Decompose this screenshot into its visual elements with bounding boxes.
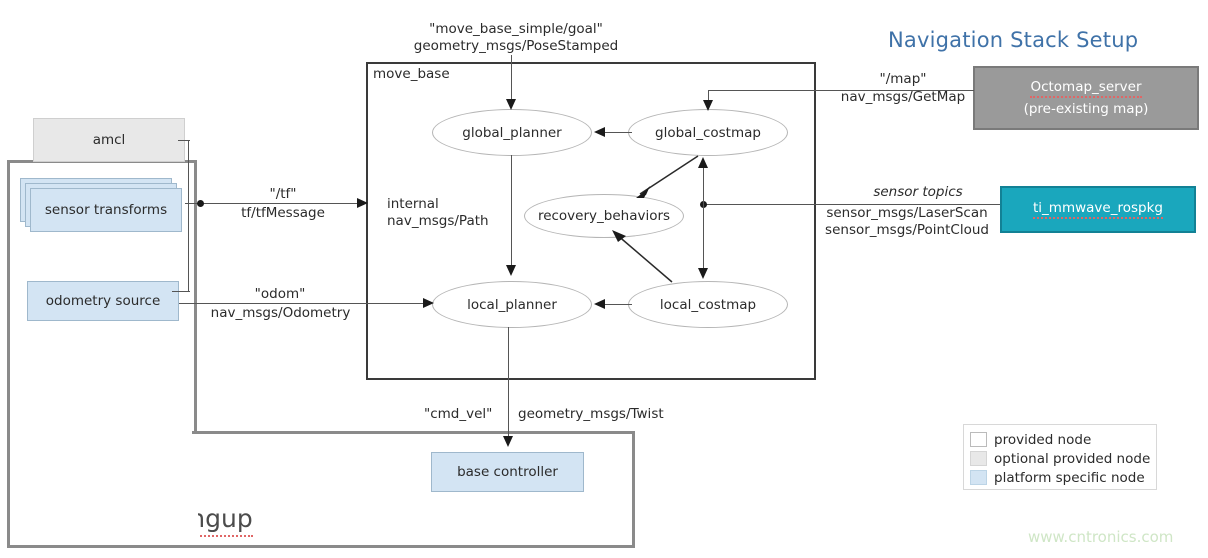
- node-octomap-server[interactable]: Octomap_server (pre-existing map): [973, 66, 1199, 130]
- node-recovery-behaviors[interactable]: recovery_behaviors: [524, 194, 684, 238]
- legend-label-optional: optional provided node: [994, 450, 1151, 467]
- goal-type-label: geometry_msgs/PoseStamped: [413, 38, 619, 54]
- gp-to-lp-arrow: [506, 265, 516, 276]
- tf-type-label: tf/tfMessage: [241, 205, 325, 221]
- cmdvel-line-vertical: [508, 327, 510, 440]
- legend-item-platform-specific-node: platform specific node: [970, 468, 1148, 487]
- odom-type-label: nav_msgs/Odometry: [210, 305, 351, 321]
- legend-swatch-provided: [970, 432, 987, 447]
- node-octomap-server-label: Octomap_server: [1030, 79, 1142, 98]
- watermark: www.cntronics.com: [1028, 528, 1174, 546]
- odom-topic-label: "odom": [254, 286, 306, 302]
- legend-swatch-platform: [970, 470, 987, 485]
- internal-label-line1: internal: [387, 196, 439, 212]
- legend-label-platform: platform specific node: [994, 469, 1145, 486]
- internal-label-line2: nav_msgs/Path: [387, 213, 489, 229]
- sensor-line-up: [703, 165, 705, 205]
- frame-bottom-edge: [7, 545, 635, 548]
- lc-to-lp-line: [604, 304, 632, 306]
- sensor-topics-label: sensor topics: [873, 184, 963, 200]
- tf-line-horizontal: [185, 203, 361, 205]
- node-base-controller-label: base controller: [457, 464, 558, 480]
- amcl-line-into-odom: [172, 291, 190, 293]
- lc-to-lp-arrow: [594, 298, 605, 309]
- sensor-line-horizontal: [704, 204, 1000, 206]
- sensor-arrow-down-head: [698, 268, 708, 279]
- page-title: Navigation Stack Setup: [888, 28, 1139, 52]
- legend-item-provided-node: provided node: [970, 430, 1148, 449]
- map-arrow-head: [702, 100, 713, 111]
- map-topic-label: "/map": [879, 71, 927, 87]
- node-global-costmap-label: global_costmap: [655, 124, 761, 141]
- sensor-line-down: [703, 204, 705, 270]
- node-local-planner[interactable]: local_planner: [432, 281, 592, 328]
- node-ti-mmwave-rospkg[interactable]: ti_mmwave_rospkg: [1000, 186, 1196, 233]
- node-local-planner-label: local_planner: [467, 296, 557, 313]
- goal-topic-label: "move_base_simple/goal": [429, 21, 603, 37]
- amcl-line-down: [188, 140, 190, 292]
- legend-swatch-optional: [970, 451, 987, 466]
- odom-line-horizontal: [179, 303, 427, 305]
- node-global-planner-label: global_planner: [462, 124, 562, 141]
- amcl-line-out: [178, 140, 190, 142]
- goal-arrow-head: [506, 99, 516, 110]
- frame-left-edge-2: [7, 434, 10, 548]
- sensor-arrow-up-head: [698, 157, 708, 168]
- node-base-controller[interactable]: base controller: [431, 452, 584, 492]
- gc-to-recovery-arrow: [636, 155, 699, 198]
- map-type-label: nav_msgs/GetMap: [840, 89, 966, 105]
- node-octomap-server-sublabel: (pre-existing map): [1023, 101, 1149, 117]
- cmdvel-type-label: geometry_msgs/Twist: [518, 406, 664, 422]
- frame-seam-mask-2: [10, 434, 196, 545]
- legend: provided node optional provided node pla…: [963, 424, 1157, 490]
- move-base-label: move_base: [373, 66, 450, 82]
- cmdvel-topic-label: "cmd_vel": [424, 406, 493, 422]
- node-global-planner[interactable]: global_planner: [432, 109, 592, 156]
- sensor-type2-label: sensor_msgs/PointCloud: [825, 222, 989, 238]
- legend-label-provided: provided node: [994, 431, 1092, 448]
- tf-arrow-head: [357, 197, 368, 208]
- goal-arrow-line: [511, 55, 513, 103]
- map-line-horizontal: [708, 90, 974, 92]
- gc-to-gp-line: [604, 132, 632, 134]
- node-odometry-source-label: odometry source: [45, 293, 161, 309]
- odom-arrow-head: [423, 297, 434, 308]
- node-sensor-transforms-label: sensor transforms: [44, 202, 168, 218]
- tf-topic-label: "/tf": [269, 186, 297, 202]
- node-local-costmap-label: local_costmap: [659, 296, 757, 313]
- node-amcl-label: amcl: [92, 132, 126, 148]
- node-recovery-behaviors-label: recovery_behaviors: [537, 208, 671, 224]
- cmdvel-arrow-head: [502, 436, 513, 447]
- node-odometry-source[interactable]: odometry source: [27, 281, 179, 321]
- node-global-costmap[interactable]: global_costmap: [628, 109, 788, 156]
- sensor-type1-label: sensor_msgs/LaserScan: [826, 205, 988, 221]
- node-local-costmap[interactable]: local_costmap: [628, 281, 788, 328]
- map-line-vertical: [708, 90, 710, 104]
- legend-item-optional-provided-node: optional provided node: [970, 449, 1151, 468]
- tf-junction-dot: [197, 200, 204, 207]
- node-amcl[interactable]: amcl: [33, 118, 185, 162]
- node-sensor-transforms[interactable]: sensor transforms: [30, 188, 182, 232]
- node-ti-mmwave-rospkg-label: ti_mmwave_rospkg: [1033, 200, 1163, 219]
- gc-to-gp-arrow: [594, 126, 605, 137]
- lc-to-recovery-arrow: [612, 230, 673, 283]
- frame-seam-mask: [195, 434, 198, 545]
- gp-to-lp-line: [511, 155, 513, 267]
